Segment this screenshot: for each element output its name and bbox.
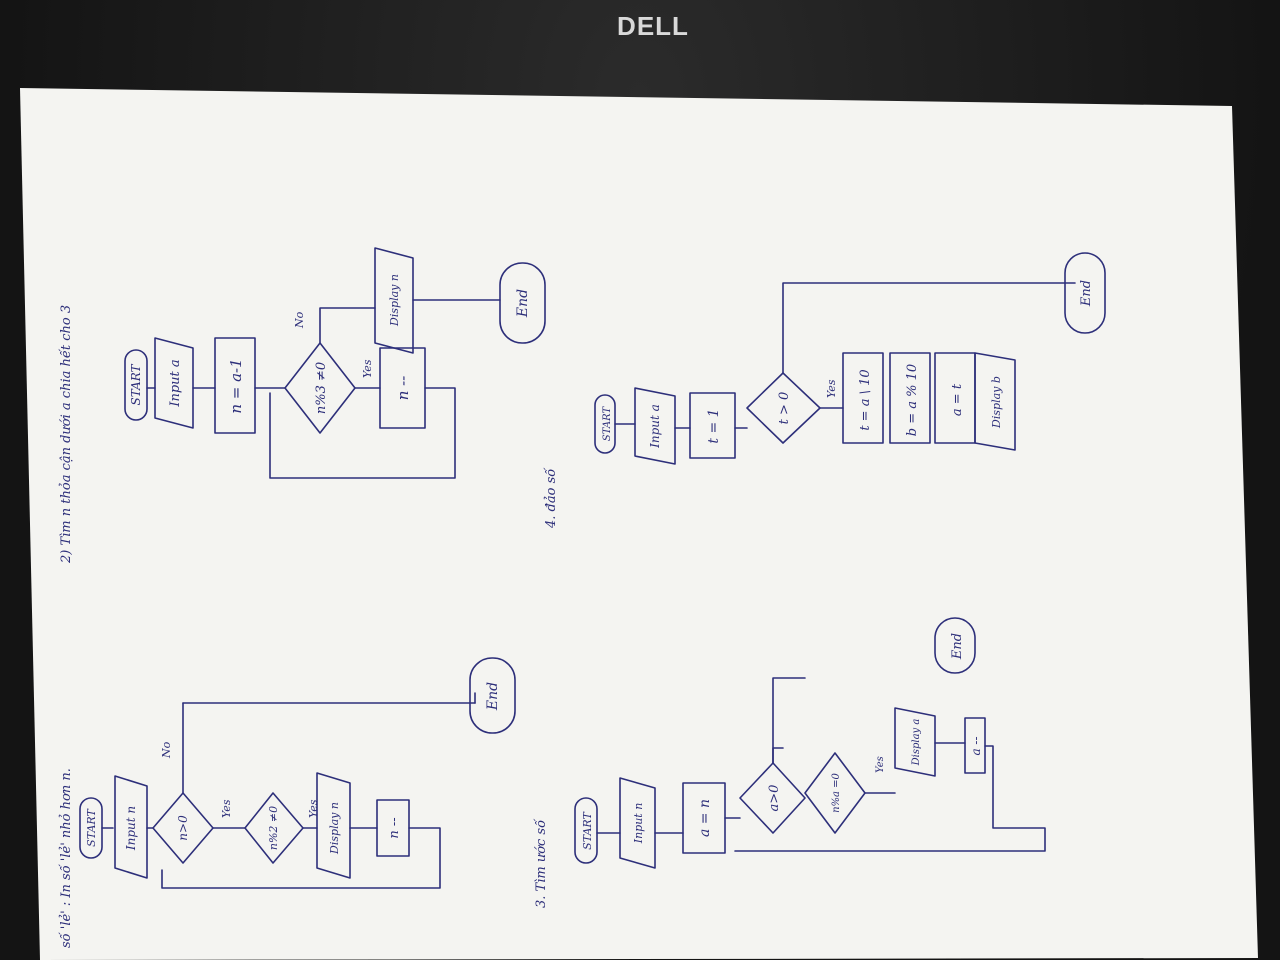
f2-input-label: Input a [168,359,183,407]
f4-yes-label: Yes [825,379,838,398]
f4-step3-label: a = t [950,383,965,416]
f4-step2-box [889,352,931,444]
heading-4: 4. đảo số [543,467,559,529]
f2-assign-label: n = a-1 [227,358,245,413]
f2-start-terminal [124,349,148,421]
f3-end-label: End [950,633,965,660]
f4-end-label: End [1079,280,1094,307]
paper-sheet [20,88,1258,960]
f2-end-terminal [499,262,546,344]
f1-yes2-label: Yes [307,799,320,818]
f1-no-label: No [160,741,173,759]
dell-logo: DELL [617,11,689,41]
flowchart-reverse-digits: START Input a t = 1 t > 0 Yes t = a \ 10… [594,352,976,465]
f3-dec-label: a -- [969,736,983,755]
flowchart-divisible-by-3: START Input a n = a-1 n%3 ≠0 No Display … [124,247,546,479]
f2-assign-box [214,337,256,434]
f4-end-terminal [1064,252,1106,334]
f2-no-label: No [293,311,306,329]
flowchart-odd-numbers: START Input n n>0 No Yes n%2 ≠0 Yes Disp… [79,657,516,889]
f3-cond-label: a>0 [767,785,782,812]
f3-cond2-label: n%a =0 [831,772,842,812]
f2-end-label: End [515,289,531,318]
f2-display-label: Display n [388,274,401,327]
f4-input-box [634,387,676,465]
f4-start-label: START [602,406,613,442]
heading-3: 3. Tìm ước số [533,818,549,908]
heading-1: số 'lẻ' : In số 'lẻ' nhỏ hơn n. [58,768,74,948]
f3-display-box [894,707,936,777]
f3-yes-label: Yes [875,756,886,773]
f4-display-box [974,352,1016,451]
f4-assign-box [689,392,736,459]
f3-display-label: Display a [911,719,922,767]
f2-display-box [374,247,414,354]
f4-display-label: Display b [990,376,1003,429]
f4-step1-label: t = a \ 10 [858,369,873,430]
f2-input-box [154,337,194,429]
f4-input-label: Input a [648,404,662,449]
f1-cond2-label: n%2 ≠0 [267,806,280,850]
f3-input-label: Input n [632,803,645,845]
f3-start-terminal [574,797,598,864]
f2-cond-label: n%3 ≠0 [314,362,329,414]
f1-display-box [316,772,351,879]
f4-cond-label: t > 0 [777,392,792,425]
f3-input-box [619,777,656,869]
f3-assign-label: a = n [697,799,713,837]
f4-step1-box [842,352,884,444]
f1-input-box [114,775,148,879]
f2-start-label: START [129,363,143,405]
flowchart-divisors: START Input n a = n a>0 n%a =0 Yes Displ… [574,617,1046,869]
f1-display-label: Display n [328,802,341,855]
f4-assign-label: t = 1 [706,408,722,443]
f4-step2-label: b = a % 10 [905,364,920,436]
f1-yes1-label: Yes [220,799,233,818]
f2-dec-label: n -- [394,376,412,401]
f1-end-label: End [485,682,501,711]
f1-start-label: START [85,808,98,847]
f1-end-terminal [469,657,516,734]
f1-cond-label: n>0 [176,815,190,841]
f3-start-label: START [581,811,594,850]
f1-input-label: Input n [124,806,138,851]
f3-end-terminal [934,617,976,674]
f3-cond-diamond [739,762,806,834]
f2-yes-label: Yes [361,359,374,378]
heading-2: 2) Tìm n thỏa cận dưới a chia hết cho 3 [58,305,74,564]
f1-dec-label: n -- [387,817,402,838]
